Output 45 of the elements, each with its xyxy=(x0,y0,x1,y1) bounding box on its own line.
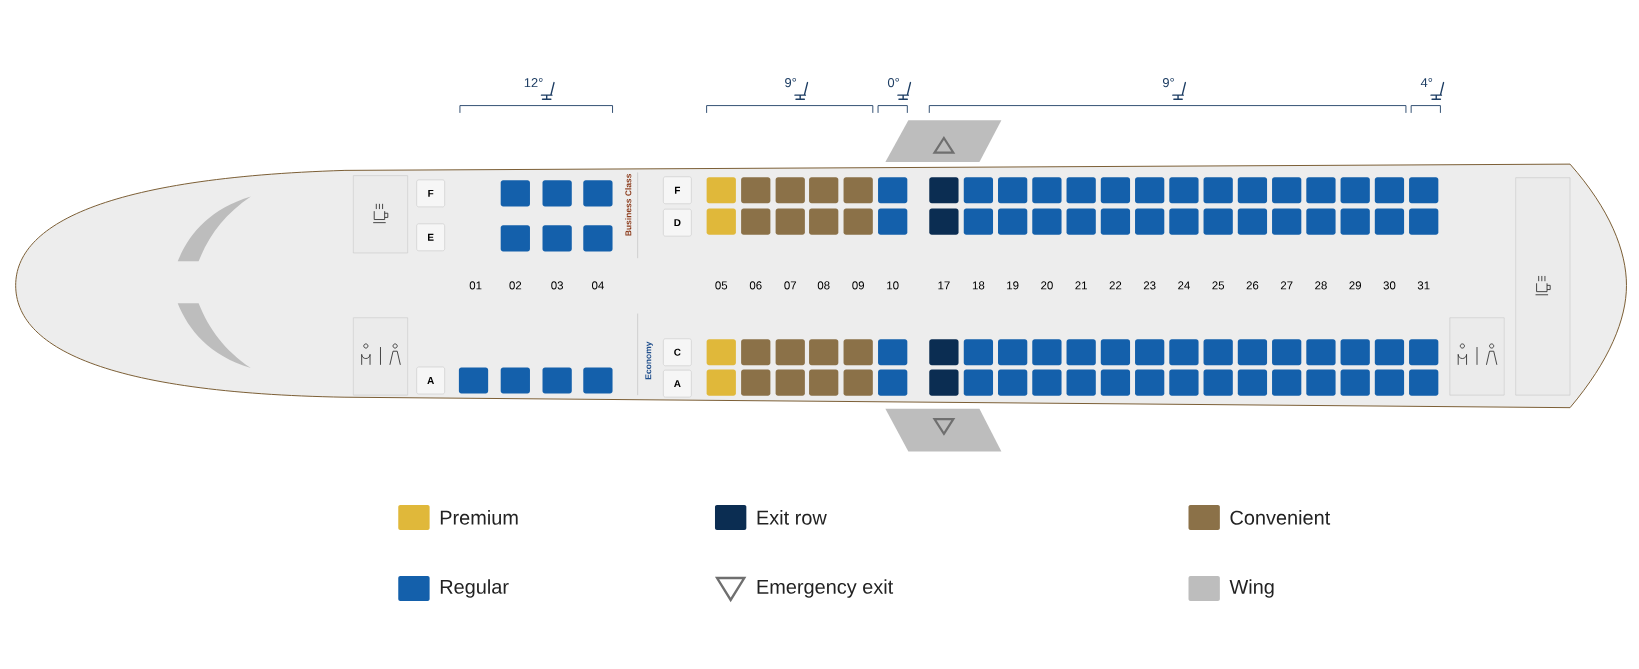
seat-letter-box: C xyxy=(663,338,692,367)
row-number: 01 xyxy=(469,281,482,290)
seat-letter-box: F xyxy=(416,179,445,208)
legend-label: Wing xyxy=(1229,579,1274,598)
recline-angle: 12° xyxy=(524,78,543,88)
seat-letter-box: D xyxy=(663,208,692,237)
row-number: 24 xyxy=(1178,281,1190,290)
row-number: 26 xyxy=(1246,281,1259,290)
row-number: 29 xyxy=(1349,281,1361,290)
seat-letter-box: F xyxy=(663,176,692,205)
row-number: 19 xyxy=(1007,281,1019,290)
row-number: 04 xyxy=(592,281,604,290)
row-number: 06 xyxy=(749,281,762,290)
seat-letter-box: E xyxy=(416,223,445,252)
recline-angle: 0° xyxy=(887,78,900,88)
row-number: 20 xyxy=(1041,281,1053,290)
row-number: 22 xyxy=(1109,281,1122,290)
row-number: 21 xyxy=(1075,281,1087,290)
row-number: 07 xyxy=(784,281,797,290)
legend-label: Regular xyxy=(440,579,509,598)
row-number: 10 xyxy=(887,281,899,290)
row-number: 23 xyxy=(1143,281,1156,290)
row-number: 18 xyxy=(972,281,985,290)
row-number: 08 xyxy=(817,281,830,290)
row-number: 17 xyxy=(938,281,950,290)
class-label: Economy xyxy=(645,341,653,380)
legend-label: Exit row xyxy=(757,510,827,525)
row-number: 28 xyxy=(1315,281,1327,290)
legend-label: Premium xyxy=(440,510,518,525)
row-number: 03 xyxy=(551,281,563,290)
row-number: 02 xyxy=(509,281,522,290)
class-label: Business Class xyxy=(625,173,632,236)
row-number: 31 xyxy=(1417,281,1430,290)
recline-angle: 4° xyxy=(1420,78,1433,88)
seat-letter-box: A xyxy=(663,369,692,398)
recline-angle: 9° xyxy=(1162,78,1174,88)
seat-letter-box: A xyxy=(416,366,445,395)
row-number: 30 xyxy=(1383,281,1396,290)
legend-label: Convenient xyxy=(1230,510,1331,525)
row-number: 09 xyxy=(852,281,864,290)
recline-angle: 9° xyxy=(785,78,797,88)
legend-label: Emergency exit xyxy=(757,579,894,598)
row-number: 27 xyxy=(1280,281,1293,290)
row-number: 05 xyxy=(715,281,728,290)
row-number: 25 xyxy=(1212,281,1225,290)
